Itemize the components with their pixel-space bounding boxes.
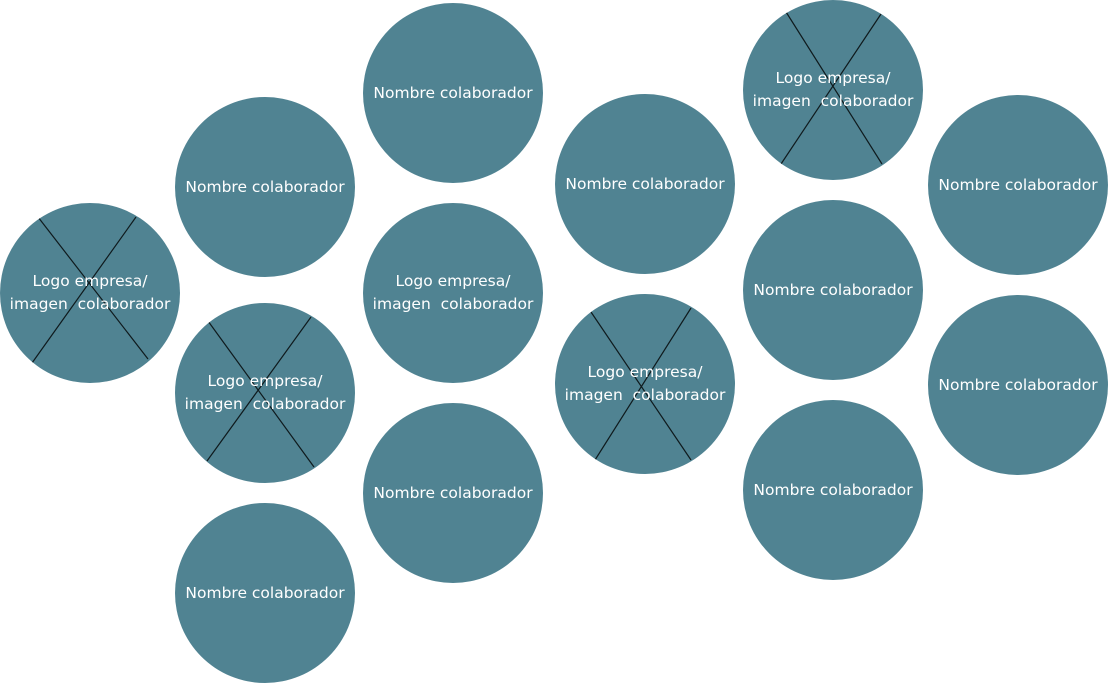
logo-placeholder-bubble[interactable]: Logo empresa/ imagen colaborador [175, 303, 355, 483]
collaborator-name-label: Nombre colaborador [938, 375, 1098, 394]
collaborator-name-label: Nombre colaborador [565, 174, 725, 193]
logo-placeholder-label: Logo empresa/ imagen colaborador [751, 67, 916, 113]
collaborator-name-bubble[interactable]: Nombre colaborador [175, 97, 355, 277]
logo-label-line1: Logo empresa/ [32, 272, 148, 290]
logo-label-line2: imagen colaborador [372, 295, 534, 313]
collaborator-name-bubble[interactable]: Nombre colaborador [175, 503, 355, 683]
logo-placeholder-label: Logo empresa/ imagen colaborador [183, 370, 348, 416]
logo-placeholder-label: Logo empresa/ imagen colaborador [371, 270, 536, 316]
logo-label-line2: imagen colaborador [564, 386, 726, 404]
collaborator-name-label: Nombre colaborador [373, 483, 533, 502]
collaborator-name-bubble[interactable]: Nombre colaborador [363, 403, 543, 583]
logo-placeholder-label: Logo empresa/ imagen colaborador [563, 361, 728, 407]
logo-placeholder-bubble[interactable]: Logo empresa/ imagen colaborador [743, 0, 923, 180]
collaborator-name-label: Nombre colaborador [185, 583, 345, 602]
collaborator-name-bubble[interactable]: Nombre colaborador [363, 3, 543, 183]
logo-placeholder-bubble[interactable]: Logo empresa/ imagen colaborador [555, 294, 735, 474]
logo-label-line2: imagen colaborador [9, 295, 171, 313]
logo-label-line2: imagen colaborador [184, 395, 346, 413]
collaborator-name-bubble[interactable]: Nombre colaborador [555, 94, 735, 274]
collaborator-name-bubble[interactable]: Nombre colaborador [743, 200, 923, 380]
logo-placeholder-bubble[interactable]: Logo empresa/ imagen colaborador [0, 203, 180, 383]
collaborator-name-label: Nombre colaborador [938, 175, 1098, 194]
collaborator-name-label: Nombre colaborador [373, 83, 533, 102]
collaborator-name-label: Nombre colaborador [185, 177, 345, 196]
logo-label-line1: Logo empresa/ [207, 372, 323, 390]
logo-label-line1: Logo empresa/ [775, 69, 891, 87]
collaborator-name-bubble[interactable]: Nombre colaborador [928, 95, 1108, 275]
collaborator-name-bubble[interactable]: Nombre colaborador [743, 400, 923, 580]
collaborator-name-bubble[interactable]: Nombre colaborador [928, 295, 1108, 475]
logo-label-line1: Logo empresa/ [587, 363, 703, 381]
logo-label-line1: Logo empresa/ [395, 272, 511, 290]
logo-label-line2: imagen colaborador [752, 92, 914, 110]
logo-placeholder-label: Logo empresa/ imagen colaborador [8, 270, 173, 316]
collaborator-name-label: Nombre colaborador [753, 480, 913, 499]
logo-placeholder-bubble[interactable]: Logo empresa/ imagen colaborador [363, 203, 543, 383]
collaborator-name-label: Nombre colaborador [753, 280, 913, 299]
